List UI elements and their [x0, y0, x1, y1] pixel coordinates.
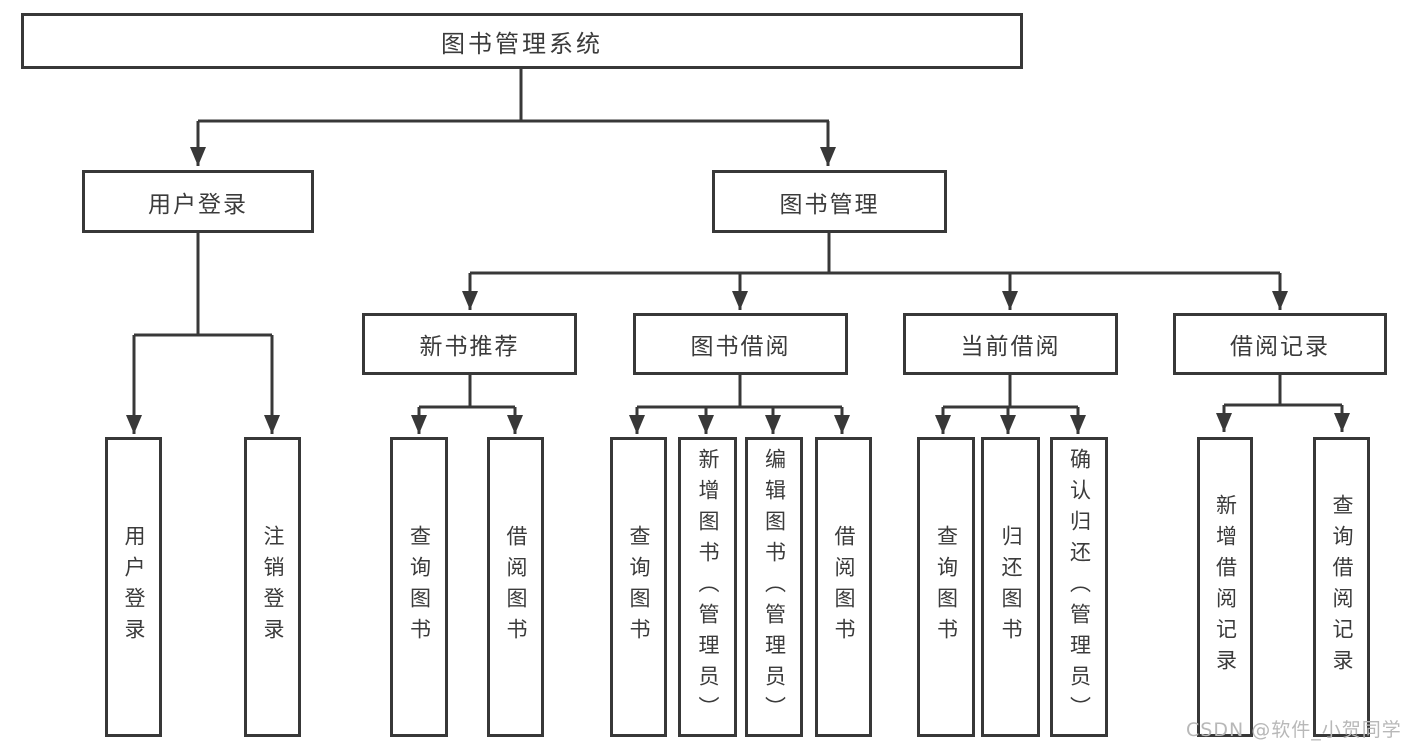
node-current-borrowing: 当前借阅 — [903, 313, 1118, 375]
connector-book-management-branch — [462, 233, 1288, 310]
csdn-watermark: CSDN @软件_小贺同学 — [1186, 719, 1402, 741]
leaf-return-books: 归还图书 — [981, 437, 1040, 737]
leaf-query-books-borrowing: 查询图书 — [610, 437, 667, 737]
leaf-add-books-admin-label: 新增图书（管理员） — [696, 447, 720, 727]
leaf-add-borrow-record: 新增借阅记录 — [1197, 437, 1253, 737]
leaf-borrow-books-recommend-label: 借阅图书 — [504, 525, 528, 649]
leaf-borrow-books-label: 借阅图书 — [832, 525, 856, 649]
leaf-query-books-recommend: 查询图书 — [390, 437, 448, 737]
leaf-query-books-borrowing-label: 查询图书 — [627, 525, 651, 649]
leaf-add-borrow-record-label: 新增借阅记录 — [1213, 494, 1238, 680]
connector-user-login-branch — [126, 233, 280, 434]
leaf-logout-label: 注销登录 — [261, 525, 285, 649]
leaf-query-borrow-record: 查询借阅记录 — [1313, 437, 1370, 737]
leaf-query-books-recommend-label: 查询图书 — [407, 525, 432, 649]
connector-new-book-branch — [411, 375, 523, 434]
node-book-borrowing: 图书借阅 — [633, 313, 848, 375]
leaf-user-login-label: 用户登录 — [122, 525, 146, 649]
connector-borrow-records-branch — [1216, 375, 1350, 432]
leaf-add-books-admin: 新增图书（管理员） — [678, 437, 737, 737]
node-user-login: 用户登录 — [82, 170, 314, 233]
leaf-confirm-return-admin: 确认归还（管理员） — [1050, 437, 1108, 737]
leaf-return-books-label: 归还图书 — [999, 525, 1023, 649]
node-book-management: 图书管理 — [712, 170, 947, 233]
leaf-user-login: 用户登录 — [105, 437, 162, 737]
connector-book-borrow-branch — [629, 375, 850, 434]
node-library-management-system: 图书管理系统 — [21, 13, 1023, 69]
connector-root-to-level2 — [190, 68, 836, 166]
leaf-query-books-current: 查询图书 — [917, 437, 975, 737]
leaf-confirm-return-admin-label: 确认归还（管理员） — [1067, 447, 1092, 727]
leaf-query-books-current-label: 查询图书 — [934, 525, 959, 649]
node-new-book-recommendation: 新书推荐 — [362, 313, 577, 375]
leaf-logout: 注销登录 — [244, 437, 301, 737]
node-borrowing-records: 借阅记录 — [1173, 313, 1387, 375]
leaf-edit-books-admin: 编辑图书（管理员） — [745, 437, 803, 737]
leaf-edit-books-admin-label: 编辑图书（管理员） — [762, 447, 787, 727]
leaf-borrow-books-recommend: 借阅图书 — [487, 437, 544, 737]
leaf-borrow-books: 借阅图书 — [815, 437, 872, 737]
connector-current-borrow-branch — [935, 375, 1086, 434]
leaf-query-borrow-record-label: 查询借阅记录 — [1330, 494, 1354, 680]
